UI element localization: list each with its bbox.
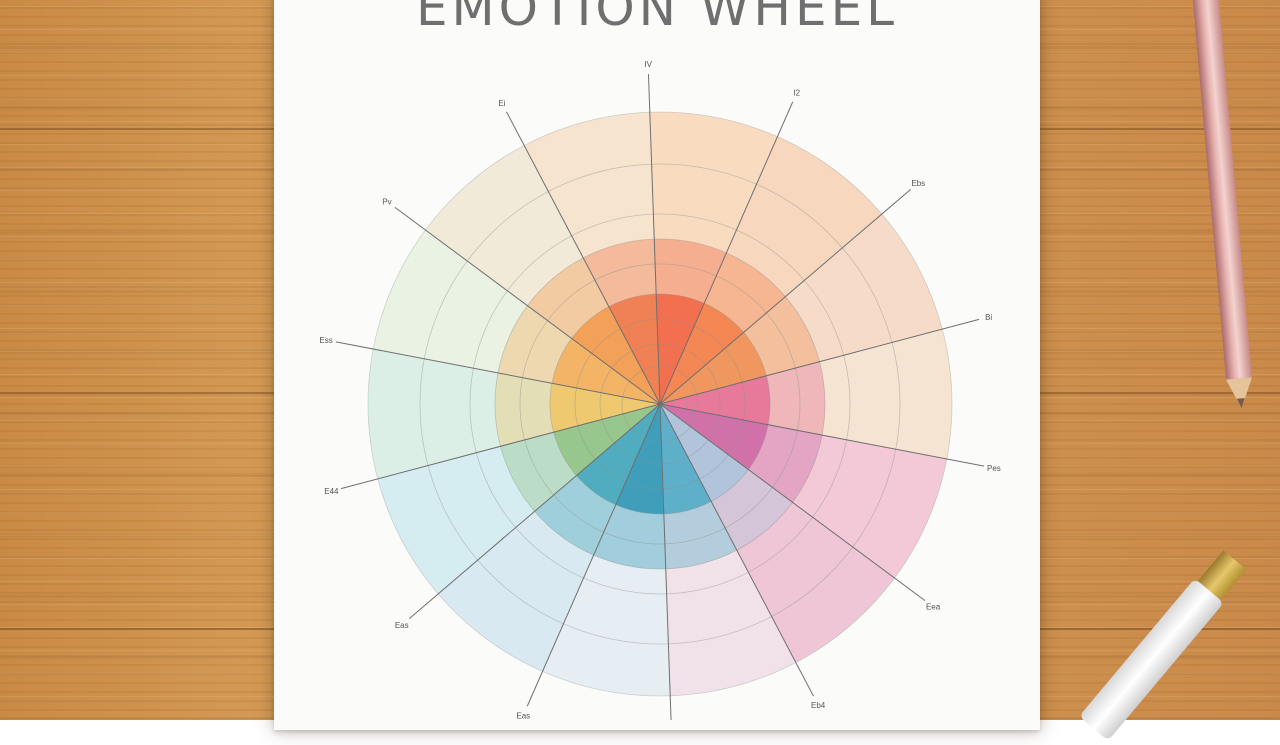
wheel-spoke — [659, 101, 794, 405]
wheel-ring — [574, 318, 746, 490]
wheel-ring — [599, 343, 721, 465]
page-title: EMOTION WHEEL — [415, 0, 899, 37]
wheel-ring — [621, 365, 699, 443]
wheel-spoke — [659, 188, 911, 405]
wheel-sector-core — [656, 294, 705, 404]
wheel-spoke — [659, 403, 926, 602]
spoke-label: Bi — [985, 313, 992, 322]
wheel-sector-core — [660, 404, 712, 514]
spoke-label: I2 — [793, 89, 800, 98]
wheel-sector-core — [660, 303, 744, 404]
wheel-spoke — [659, 403, 985, 467]
spoke-label: Ess — [319, 336, 332, 345]
wheel-ring — [494, 238, 826, 570]
wheel-sector-core — [608, 294, 660, 404]
wheel-sector-core — [615, 404, 664, 514]
wheel-spoke — [340, 403, 661, 490]
wheel-spoke — [659, 403, 814, 697]
spoke-label: Pes — [987, 464, 1001, 473]
wheel-spoke — [659, 403, 672, 720]
wheel-ring — [419, 163, 901, 645]
spoke-label: Ebs — [911, 179, 925, 188]
wheel-sector-core — [576, 404, 660, 505]
wheel-sector-core — [550, 383, 660, 433]
wheel-sector-core — [660, 404, 769, 470]
wheel-sector-core — [553, 404, 660, 476]
wheel-spoke — [659, 318, 980, 405]
wheel-spoke — [526, 403, 661, 707]
wheel-ring — [519, 263, 801, 545]
spoke-label: IV — [644, 60, 652, 69]
wheel-spoke — [647, 74, 661, 405]
wheel-ring — [549, 293, 771, 515]
wheel-spoke — [409, 403, 661, 620]
wheel-sector-core — [551, 338, 660, 404]
wheel-spoke — [335, 341, 661, 405]
wheel-sector — [660, 329, 952, 460]
wheel-sector — [368, 348, 660, 479]
wheel-sector-core — [660, 375, 770, 425]
spoke-label: Eb4 — [811, 701, 826, 710]
wheel-sector-core — [660, 332, 767, 404]
spoke-label: Ei — [498, 99, 505, 108]
spoke-label: E44 — [324, 487, 339, 496]
wheel-spoke — [394, 206, 661, 405]
spoke-label: Eea — [926, 603, 941, 612]
wheel-ring — [367, 111, 953, 697]
wheel-sector-core — [660, 404, 749, 502]
spoke-label: Eas — [395, 621, 409, 630]
emotion-wheel: IVI2EbsBiPesEeaEb4EBSEasEasE44EssPvEi — [319, 60, 1001, 720]
spoke-label: Pv — [382, 197, 391, 206]
wheel-spoke — [506, 111, 661, 405]
wheel-ring — [469, 213, 851, 595]
spoke-label: Eas — [516, 711, 530, 720]
wheel-sector-core — [571, 306, 660, 404]
